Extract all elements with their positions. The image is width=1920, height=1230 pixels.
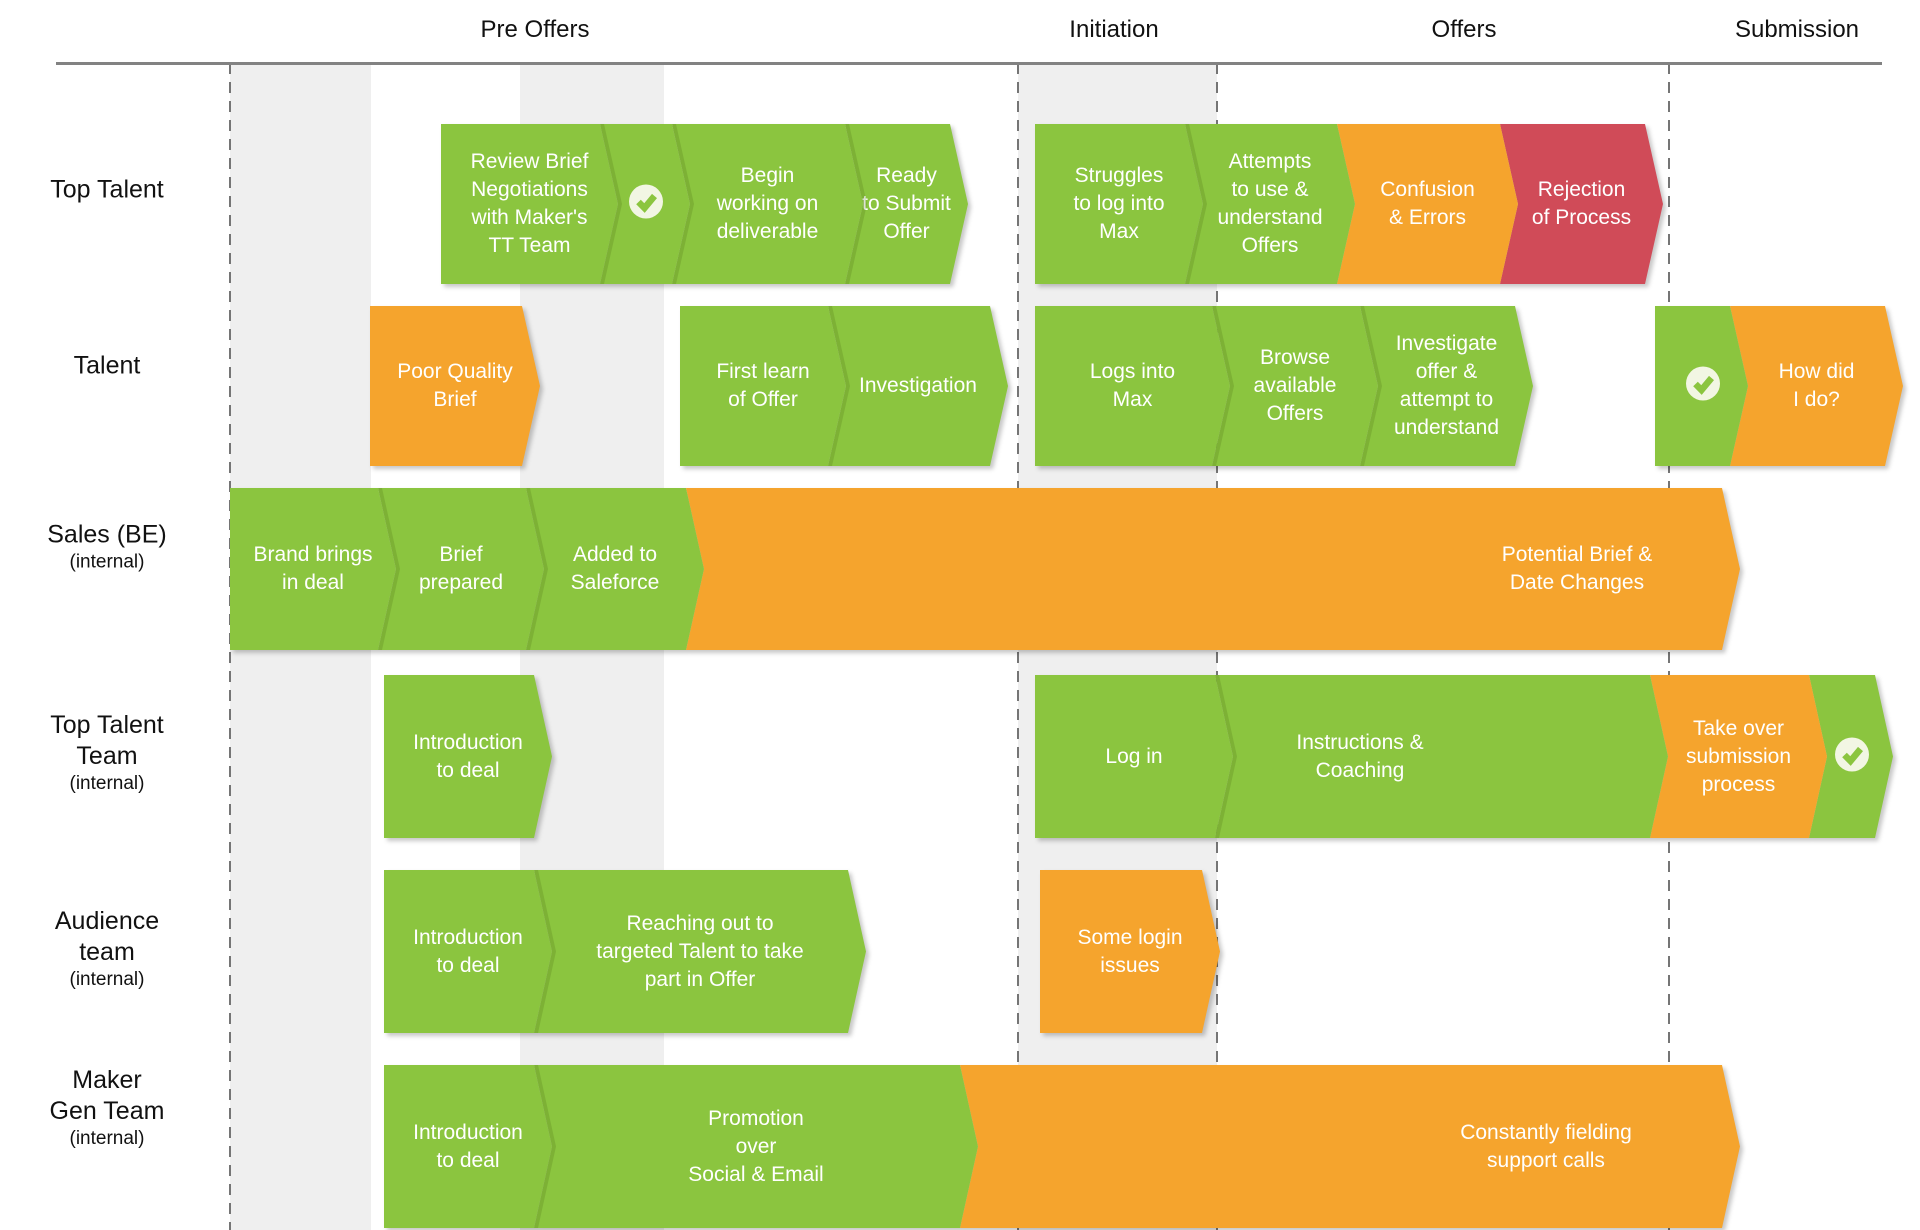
tt-team-initiation-flow-step-2: Take over submission process	[1650, 675, 1827, 838]
check-circle-icon	[1685, 366, 1721, 407]
top-talent-initiation-flow-step-1: Attempts to use & understand Offers	[1185, 124, 1355, 284]
check-circle-icon	[628, 184, 664, 225]
lane-subtitle: (internal)	[69, 969, 145, 990]
top-talent-preoffer-flow: Review Brief Negotiations with Maker's T…	[0, 124, 1920, 284]
step-label: Brief prepared	[418, 543, 504, 594]
step-label: Added to Saleforce	[570, 543, 660, 594]
step-label: Investigation	[859, 374, 977, 397]
talent-poor-quality-brief: Poor Quality Brief	[0, 306, 1920, 466]
lane-label-top-talent-team: Top Talent Team (internal)	[0, 710, 214, 796]
top-talent-preoffer-flow-step-3: Ready to Submit Offer	[845, 124, 968, 284]
lane-label-sales-be: Sales (BE)(internal)	[0, 520, 214, 575]
step-label: Introduction to deal	[413, 1120, 523, 1172]
step-label: Brand brings in deal	[253, 543, 373, 594]
maker-gen-flow-step-2: Constantly fielding support calls	[960, 1065, 1740, 1228]
sales-flow-step-1: Brief prepared	[378, 488, 544, 650]
tt-team-initiation-flow: Log in Instructions & Coaching Take over s…	[0, 675, 1920, 838]
lane-label-audience-team: Audience team (internal)	[0, 906, 214, 992]
step-label: Investigate offer & attempt to understan…	[1393, 332, 1500, 439]
top-talent-initiation-flow: Struggles to log into Max Attempts to use…	[0, 124, 1920, 284]
maker-gen-flow-step-1: Promotion over Social & Email	[534, 1065, 978, 1228]
lane-label-top-talent: Top Talent	[0, 175, 214, 206]
lane-subtitle: (internal)	[69, 773, 145, 794]
audience-team-login-issues: Some login issues	[0, 870, 1920, 1033]
step-label: Review Brief Negotiations with Maker's T…	[470, 150, 589, 257]
audience-team-flow: Introduction to deal Reaching out to targ…	[0, 870, 1920, 1033]
step-label: Constantly fielding support calls	[1460, 1120, 1632, 1172]
top-talent-initiation-flow-step-2: Confusion & Errors	[1337, 124, 1518, 284]
talent-initiation-flow-step-1: Browse available Offers	[1212, 306, 1378, 466]
step-label: Ready to Submit Offer	[862, 164, 951, 243]
maker-gen-flow: Introduction to deal Promotion over Socia…	[0, 1065, 1920, 1228]
audience-team-login-issues-step-0: Some login issues	[1040, 870, 1220, 1033]
talent-submission-flow-step-1: How did I do?	[1730, 306, 1903, 466]
top-talent-preoffer-flow-step-0: Review Brief Negotiations with Maker's T…	[441, 124, 618, 284]
talent-initiation-flow-step-2: Investigate offer & attempt to understan…	[1360, 306, 1533, 466]
talent-learn-flow-step-0: First learn of Offer	[680, 306, 846, 466]
step-label: Promotion over Social & Email	[688, 1106, 824, 1186]
sales-flow-step-2: Added to Saleforce	[526, 488, 704, 650]
step-label: Log in	[1105, 744, 1163, 768]
step-label: Logs into Max	[1089, 360, 1176, 411]
check-circle-icon	[1834, 736, 1870, 777]
talent-poor-quality-brief-step-0: Poor Quality Brief	[370, 306, 540, 466]
step-label: Browse available Offers	[1253, 346, 1337, 425]
maker-gen-flow-step-0: Introduction to deal	[384, 1065, 552, 1228]
audience-team-flow-step-1: Reaching out to targeted Talent to take …	[534, 870, 866, 1033]
phase-label-initiation: Initiation	[1069, 16, 1159, 43]
step-label: Confusion & Errors	[1380, 178, 1475, 229]
tt-team-intro-step-0: Introduction to deal	[384, 675, 552, 838]
step-label: Instructions & Coaching	[1296, 730, 1424, 782]
step-label: Poor Quality Brief	[397, 360, 513, 411]
step-label: Some login issues	[1077, 925, 1183, 977]
sales-flow-step-3: Potential Brief & Date Changes	[686, 488, 1740, 650]
top-talent-initiation-flow-step-0: Struggles to log into Max	[1035, 124, 1203, 284]
lane-title: Sales (BE)	[47, 520, 167, 549]
lane-title: Talent	[73, 351, 141, 380]
step-label: Potential Brief & Date Changes	[1501, 543, 1653, 594]
top-talent-initiation-flow-step-3: Rejection of Process	[1500, 124, 1663, 284]
talent-learn-flow-step-1: Investigation	[828, 306, 1008, 466]
lane-title: Top Talent Team	[50, 711, 164, 770]
step-label: Reaching out to targeted Talent to take …	[596, 911, 804, 991]
tt-team-intro: Introduction to deal	[0, 675, 1920, 838]
top-talent-preoffer-flow-step-2: Begin working on deliverable	[672, 124, 863, 284]
lane-title: Audience team	[54, 907, 160, 966]
lane-label-talent: Talent	[0, 351, 214, 382]
phase-label-submission: Submission	[1734, 16, 1860, 43]
talent-learn-flow: First learn of Offer Investigation	[0, 306, 1920, 466]
step-label: Attempts to use & understand Offers	[1217, 150, 1323, 257]
audience-team-flow-step-0: Introduction to deal	[384, 870, 552, 1033]
step-label: Begin working on deliverable	[716, 164, 819, 243]
talent-initiation-flow-step-0: Logs into Max	[1035, 306, 1230, 466]
lane-subtitle: (internal)	[69, 1128, 145, 1149]
talent-submission-flow: How did I do?	[0, 306, 1920, 466]
tt-team-initiation-flow-step-0: Log in	[1035, 675, 1233, 838]
step-label: Rejection of Process	[1531, 178, 1632, 229]
lane-subtitle: (internal)	[69, 551, 145, 573]
phase-label-pre-offers: Pre Offers	[480, 16, 590, 43]
sales-flow: Brand brings in deal Brief prepared Added …	[0, 488, 1920, 650]
lane-title: Maker Gen Team	[49, 1066, 165, 1125]
step-label: Introduction to deal	[413, 730, 523, 782]
sales-flow-step-0: Brand brings in deal	[230, 488, 396, 650]
step-label: Struggles to log into Max	[1073, 164, 1165, 243]
lane-title: Top Talent	[50, 175, 164, 204]
talent-initiation-flow: Logs into Max Browse available Offers Inve…	[0, 306, 1920, 466]
step-label: Introduction to deal	[413, 925, 523, 977]
header-rule	[56, 62, 1882, 65]
tt-team-initiation-flow-step-1: Instructions & Coaching	[1215, 675, 1668, 838]
step-label: First learn of Offer	[716, 360, 810, 411]
lane-label-maker-gen-team: Maker Gen Team (internal)	[0, 1065, 214, 1151]
phase-label-offers: Offers	[1431, 16, 1497, 43]
step-label: How did I do?	[1778, 360, 1855, 411]
step-label: Take over submission process	[1685, 716, 1792, 796]
